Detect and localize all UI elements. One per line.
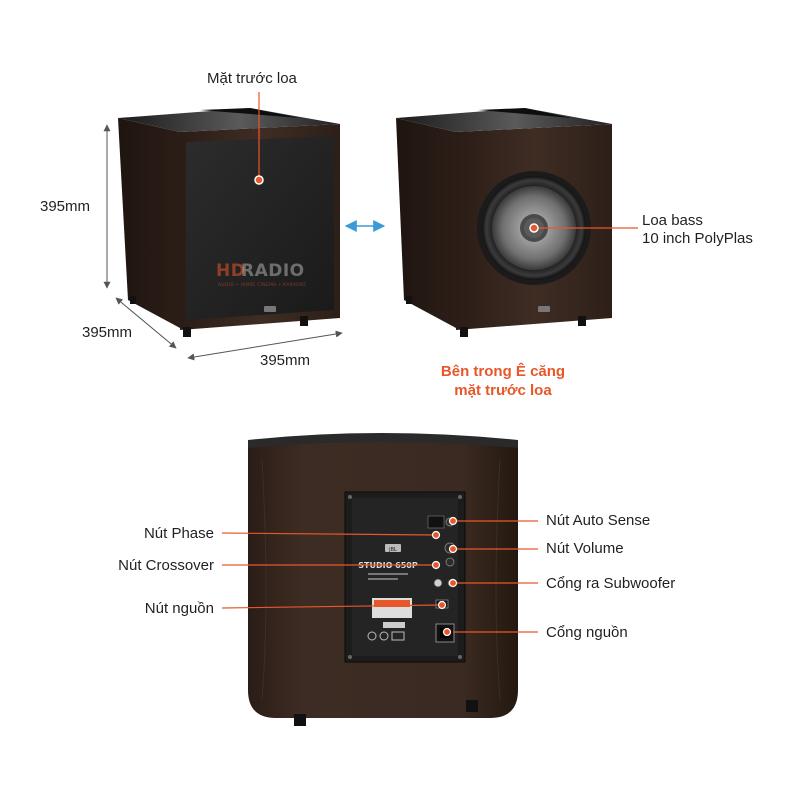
rear-speaker-view: JBL STUDIO 650P: [248, 433, 518, 726]
amplifier-panel: JBL STUDIO 650P: [344, 491, 466, 663]
width-dimension-line: [187, 330, 343, 361]
woofer-label-line2: 10 inch PolyPlas: [642, 230, 753, 247]
rear-callouts: [221, 516, 538, 637]
sub-out-marker: [448, 578, 458, 588]
phase-label: Nút Phase: [143, 525, 214, 542]
power-port-marker: [442, 627, 452, 637]
inside-note-line1: Bên trong Ê căng: [440, 363, 566, 380]
inside-note-line2: mặt trước loa: [454, 382, 552, 399]
auto-sense-label: Nút Auto Sense: [546, 512, 651, 529]
phase-marker: [431, 530, 441, 540]
depth-dimension-line: [115, 297, 177, 349]
hdradio-watermark: HD RADIO AUDIO • HOME CINEMA • KARAOKE: [216, 261, 306, 288]
front-speaker-with-grille: [118, 108, 340, 337]
height-dimension-label: 395mm: [40, 198, 91, 215]
crossover-marker: [431, 560, 441, 570]
watermark-brand-radio: RADIO: [241, 261, 305, 281]
volume-marker: [448, 544, 458, 554]
crossover-label: Nút Crossover: [118, 557, 214, 574]
auto-sense-marker: [448, 516, 458, 526]
power-button-marker: [437, 600, 447, 610]
woofer-label-line1: Loa bass: [642, 212, 703, 229]
front-grille-marker: [254, 175, 264, 185]
watermark-tagline: AUDIO • HOME CINEMA • KARAOKE: [218, 282, 306, 288]
front-grille-label: Mặt trước loa: [207, 70, 297, 87]
power-port-label: Cổng nguồn: [546, 624, 628, 641]
power-button-label: Nút nguồn: [144, 600, 214, 617]
volume-label: Nút Volume: [546, 540, 624, 557]
woofer-marker: [529, 223, 539, 233]
front-speaker-woofer-exposed: [396, 108, 612, 337]
watermark-brand-hd: HD: [216, 261, 245, 281]
depth-dimension-label: 395mm: [82, 324, 133, 341]
panel-logo: JBL: [388, 547, 397, 553]
width-dimension-label: 395mm: [260, 352, 311, 369]
sub-out-label: Cổng ra Subwoofer: [546, 575, 676, 592]
